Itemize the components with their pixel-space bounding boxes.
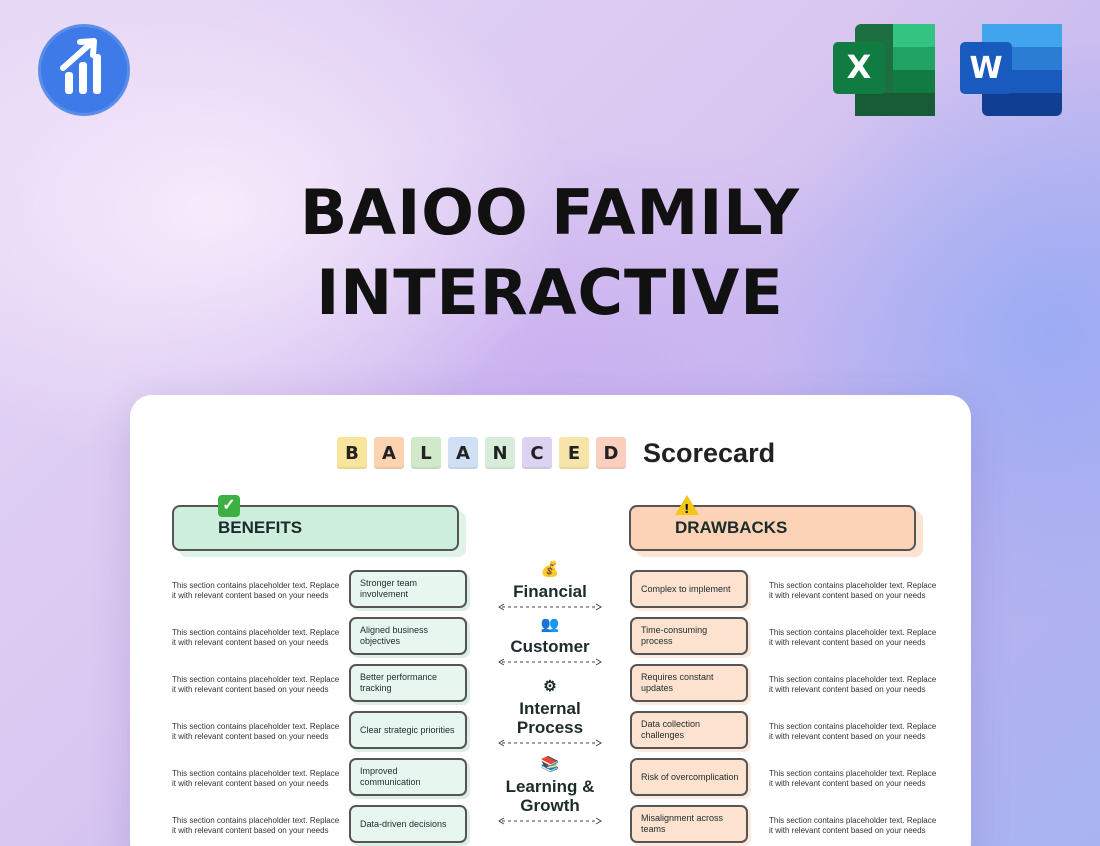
benefit-item-label: Better performance tracking — [360, 672, 438, 693]
benefit-item-label: Improved communication — [360, 766, 421, 787]
drawback-description: This section contains placeholder text. … — [769, 722, 937, 741]
drawback-item-label: Complex to implement — [641, 583, 731, 594]
perspective-label: Learning & — [505, 777, 595, 796]
benefit-item: Stronger team involvement — [349, 570, 467, 608]
check-icon: ✓ — [218, 495, 240, 517]
scorecard-letter: A — [448, 437, 478, 469]
double-arrow-icon — [498, 658, 602, 666]
benefit-description: This section contains placeholder text. … — [172, 722, 340, 741]
benefits-header: ✓ BENEFITS — [172, 495, 459, 551]
scorecard-letter: E — [559, 437, 589, 469]
drawback-item-label: Requires constant updates — [641, 672, 714, 693]
scorecard-letter: C — [522, 437, 552, 469]
word-letter: W — [969, 51, 1002, 86]
excel-icon: X — [833, 24, 935, 116]
drawback-description: This section contains placeholder text. … — [769, 769, 937, 788]
benefit-item: Aligned business objectives — [349, 617, 467, 655]
benefit-item: Clear strategic priorities — [349, 711, 467, 749]
app-logo-icon — [38, 24, 130, 116]
drawback-description: This section contains placeholder text. … — [769, 628, 937, 647]
word-icon: W — [960, 24, 1062, 116]
benefit-item-label: Data-driven decisions — [360, 818, 447, 829]
benefit-item: Improved communication — [349, 758, 467, 796]
drawback-item: Requires constant updates — [630, 664, 748, 702]
scorecard-word: Scorecard — [643, 437, 776, 468]
benefit-description: This section contains placeholder text. … — [172, 628, 340, 647]
money-bag-icon: 💰 — [540, 561, 560, 578]
scorecard-letter: B — [337, 437, 367, 469]
double-arrow-icon — [498, 817, 602, 825]
perspective-label: Customer — [510, 637, 590, 656]
drawback-item: Risk of overcomplication — [630, 758, 748, 796]
perspective-4: 📚 Learning &Growth — [496, 756, 604, 825]
drawbacks-label: DRAWBACKS — [675, 518, 788, 537]
books-icon: 📚 — [540, 756, 560, 773]
warning-icon: ! — [675, 495, 699, 516]
drawback-item-label: Data collection challenges — [641, 719, 701, 740]
perspective-label-line2: Process — [516, 718, 584, 737]
scorecard-letter: D — [596, 437, 626, 469]
drawback-description: This section contains placeholder text. … — [769, 675, 937, 694]
perspective-2: 👥 Customer — [496, 616, 604, 666]
benefit-description: This section contains placeholder text. … — [172, 581, 340, 600]
benefit-item-label: Stronger team involvement — [360, 578, 418, 599]
benefits-label: BENEFITS — [218, 518, 303, 537]
drawback-item: Misalignment across teams — [630, 805, 748, 843]
hero-title-line2: INTERACTIVE — [316, 256, 784, 329]
scorecard-letter: N — [485, 437, 515, 469]
benefit-description: This section contains placeholder text. … — [172, 675, 340, 694]
bar-chart-arrow-icon — [60, 38, 101, 94]
benefit-description: This section contains placeholder text. … — [172, 769, 340, 788]
double-arrow-icon — [498, 603, 602, 611]
drawback-item-label: Risk of overcomplication — [641, 771, 739, 782]
benefit-item-label: Aligned business objectives — [360, 625, 429, 646]
benefit-item-label: Clear strategic priorities — [360, 724, 455, 735]
perspective-label: Internal — [519, 699, 581, 718]
hero-title-line1: BAIOO FAMILY — [299, 176, 801, 249]
perspective-1: 💰 Financial — [496, 561, 604, 611]
drawback-item-label: Misalignment across teams — [641, 813, 724, 834]
perspective-label: Financial — [513, 582, 587, 601]
drawback-item-label: Time-consuming process — [641, 625, 708, 646]
drawback-item: Complex to implement — [630, 570, 748, 608]
drawback-item: Data collection challenges — [630, 711, 748, 749]
drawback-item: Time-consuming process — [630, 617, 748, 655]
perspective-label-line2: Growth — [520, 796, 580, 815]
scorecard-letter: A — [374, 437, 404, 469]
drawback-description: This section contains placeholder text. … — [769, 816, 937, 835]
benefit-item: Better performance tracking — [349, 664, 467, 702]
gear-icon: ⚙ — [543, 678, 557, 695]
scorecard-letter: L — [411, 437, 441, 469]
double-arrow-icon — [498, 739, 602, 747]
excel-letter: X — [847, 48, 872, 86]
drawback-description: This section contains placeholder text. … — [769, 581, 937, 600]
benefit-item: Data-driven decisions — [349, 805, 467, 843]
drawbacks-header: ! DRAWBACKS — [629, 495, 916, 551]
benefit-description: This section contains placeholder text. … — [172, 816, 340, 835]
people-icon: 👥 — [540, 616, 560, 633]
